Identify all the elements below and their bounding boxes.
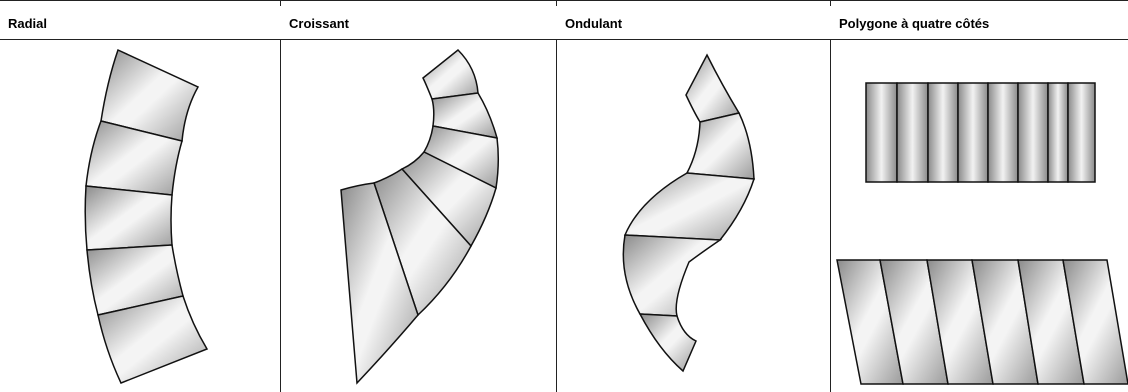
ondulant-segment — [640, 314, 696, 371]
rectangle-strip — [988, 83, 1018, 182]
croissant-shape — [341, 50, 498, 383]
ondulant-shape — [623, 55, 754, 371]
rectangle-strip — [1048, 83, 1068, 182]
ondulant-segment — [686, 55, 739, 122]
croissant-segment — [423, 50, 478, 99]
rectangle-strip — [928, 83, 958, 182]
rectangle-strip — [958, 83, 988, 182]
polygone-rectangle-shape — [866, 83, 1095, 182]
rectangle-strip — [1018, 83, 1048, 182]
radial-segment — [85, 186, 172, 250]
polygone-parallelogram-shape — [837, 260, 1128, 384]
radial-shape — [85, 50, 207, 383]
rectangle-strip — [897, 83, 928, 182]
ondulant-segment — [687, 113, 754, 179]
ondulant-segment — [623, 235, 720, 316]
rectangle-strip — [1068, 83, 1095, 182]
ondulant-segment — [625, 173, 754, 240]
rectangle-strip — [866, 83, 897, 182]
